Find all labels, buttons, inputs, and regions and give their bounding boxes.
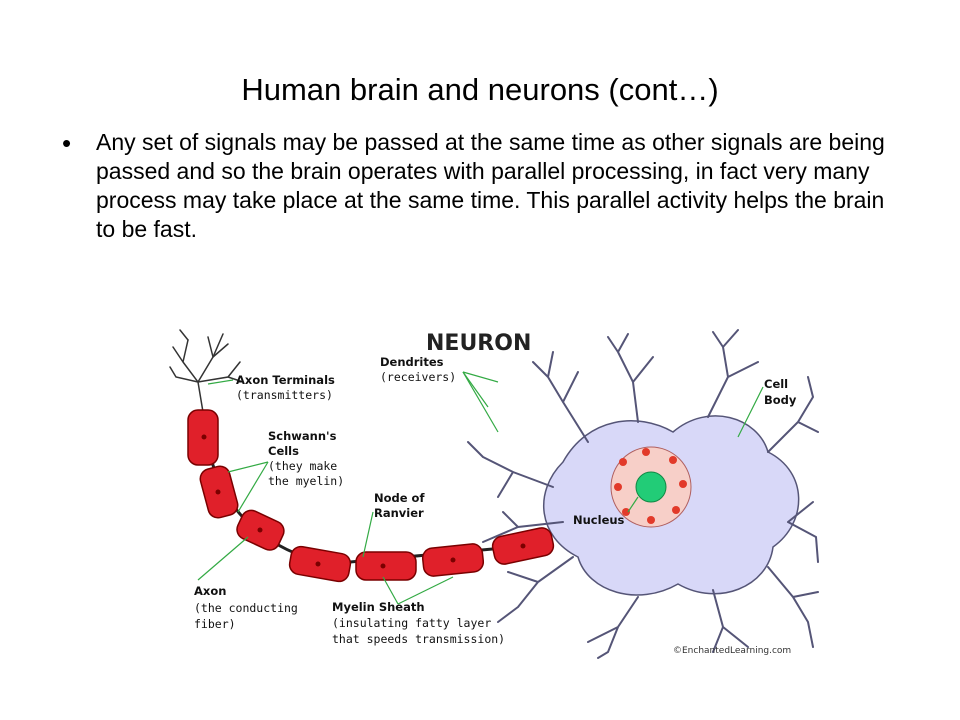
label-schwann-4: the myelin) [268, 474, 344, 488]
dendrites [467, 329, 819, 659]
label-node-1: Node of [374, 491, 425, 505]
neuron-diagram: NEURON Dendrites (receivers) Axon Termin… [168, 322, 820, 660]
label-schwann-3: (they make [268, 459, 337, 473]
label-axon-sub-2: fiber) [194, 617, 236, 631]
axon [187, 409, 555, 583]
label-axon: Axon [194, 584, 226, 598]
label-node-2: Ranvier [374, 506, 424, 520]
label-dendrites: Dendrites [380, 355, 444, 369]
myelin-segment [355, 551, 417, 581]
bullet-marker: • [62, 128, 72, 158]
label-myelin-sub-2: that speeds transmission) [332, 632, 505, 646]
neuron-title: NEURON [426, 331, 531, 356]
bullet-list: • Any set of signals may be passed at th… [62, 128, 902, 244]
label-axon-terminals: Axon Terminals [236, 373, 335, 387]
label-cell-body-1: Cell [764, 377, 788, 391]
label-myelin: Myelin Sheath [332, 600, 425, 614]
slide-title: Human brain and neurons (cont…) [241, 72, 719, 107]
neuron-svg: NEURON Dendrites (receivers) Axon Termin… [169, 329, 819, 659]
bullet-text: Any set of signals may be passed at the … [96, 129, 885, 242]
label-schwann-2: Cells [268, 444, 299, 458]
label-schwann-1: Schwann's [268, 429, 337, 443]
axon-terminals [169, 329, 244, 413]
label-dendrites-sub: (receivers) [380, 370, 456, 384]
leader-lines [197, 371, 764, 605]
label-cell-body-2: Body [764, 393, 797, 407]
label-axon-terminals-sub: (transmitters) [236, 388, 333, 402]
label-axon-sub-1: (the conducting [194, 601, 298, 615]
credit-text: ©EnchantedLearning.com [673, 646, 791, 656]
label-nucleus: Nucleus [573, 513, 625, 527]
label-myelin-sub-1: (insulating fatty layer [332, 616, 491, 630]
